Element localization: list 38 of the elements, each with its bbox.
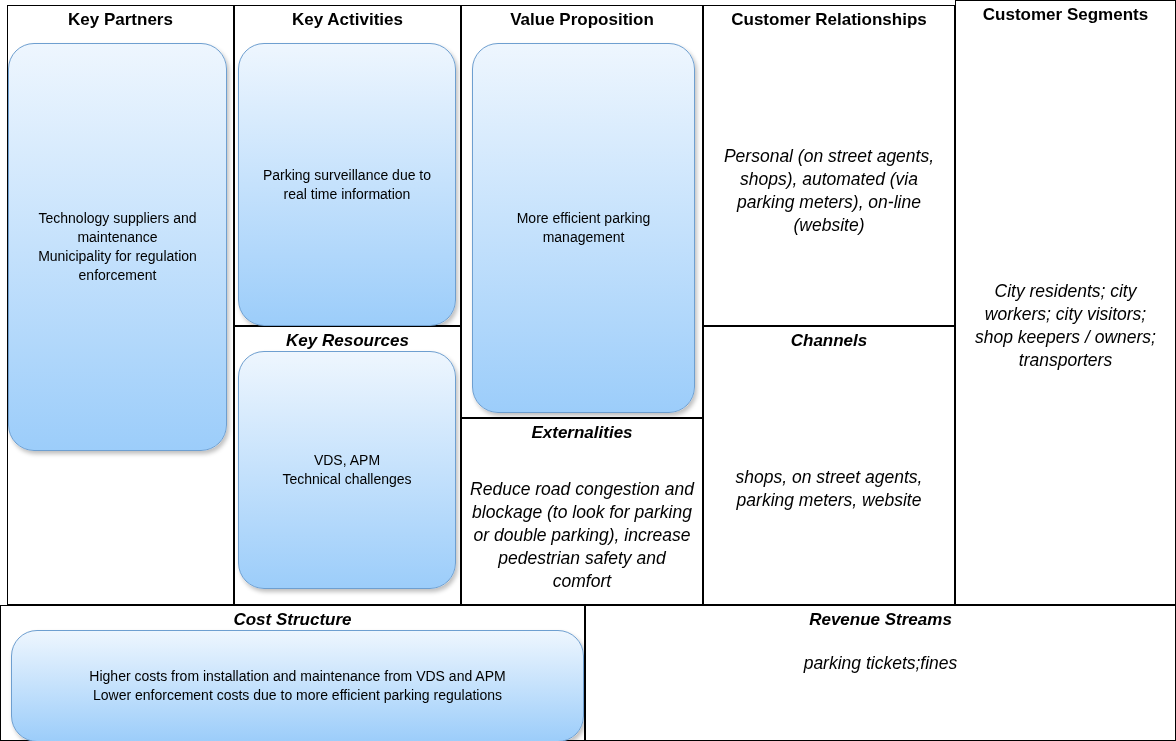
cell-heading: Key Partners <box>67 9 174 31</box>
cell-text: shops, on street agents, parking meters, website <box>734 466 924 512</box>
canvas-cell <box>703 5 955 326</box>
canvas-cell <box>234 5 461 326</box>
box-text: More efficient parking management <box>515 209 652 247</box>
canvas-cell <box>461 5 703 418</box>
rounded-box <box>8 43 227 451</box>
cell-heading: Key Resources <box>285 330 410 352</box>
cell-heading: Customer Segments <box>981 4 1150 26</box>
canvas-cell <box>234 326 461 605</box>
cell-text: parking tickets;fines <box>803 651 958 675</box>
canvas-cell <box>461 418 703 605</box>
cell-heading: Value Proposition <box>509 9 655 31</box>
cell-text: City residents; city workers; city visitors; shop keepers / owners; transporters <box>974 280 1157 372</box>
box-text: Municipality for regulation enforcement <box>37 247 198 285</box>
cell-heading: Externalities <box>530 422 634 444</box>
cell-text: Personal (on street agents, shops), automated (via parking meters), on-line (website) <box>722 145 936 237</box>
canvas-cell <box>0 605 585 741</box>
canvas-cell <box>585 605 1176 741</box>
cell-heading: Channels <box>789 330 869 352</box>
rounded-box <box>11 630 584 741</box>
rounded-box <box>238 43 456 326</box>
rounded-box <box>238 351 456 589</box>
box-text: Technical challenges <box>282 470 412 489</box>
box-text: Lower enforcement costs due to more efficient parking regulations <box>92 686 503 705</box>
canvas-cell <box>955 0 1176 605</box>
cell-heading: Revenue Streams <box>808 609 953 631</box>
box-text: Higher costs from installation and maintenance from VDS and APM <box>89 667 506 686</box>
cell-heading: Cost Structure <box>232 609 353 631</box>
box-text: Parking surveillance due to real time information <box>261 165 433 204</box>
cell-text: Reduce road congestion and blockage (to look for parking or double parking), increase pedestrian safety and comfort <box>470 477 694 593</box>
box-text: VDS, APM <box>313 451 381 470</box>
canvas-cell <box>703 326 955 605</box>
canvas-cell <box>7 5 234 605</box>
rounded-box <box>472 43 695 413</box>
cell-heading: Customer Relationships <box>730 9 928 31</box>
box-text: Technology suppliers and maintenance <box>37 209 198 247</box>
cell-heading: Key Activities <box>291 9 404 31</box>
